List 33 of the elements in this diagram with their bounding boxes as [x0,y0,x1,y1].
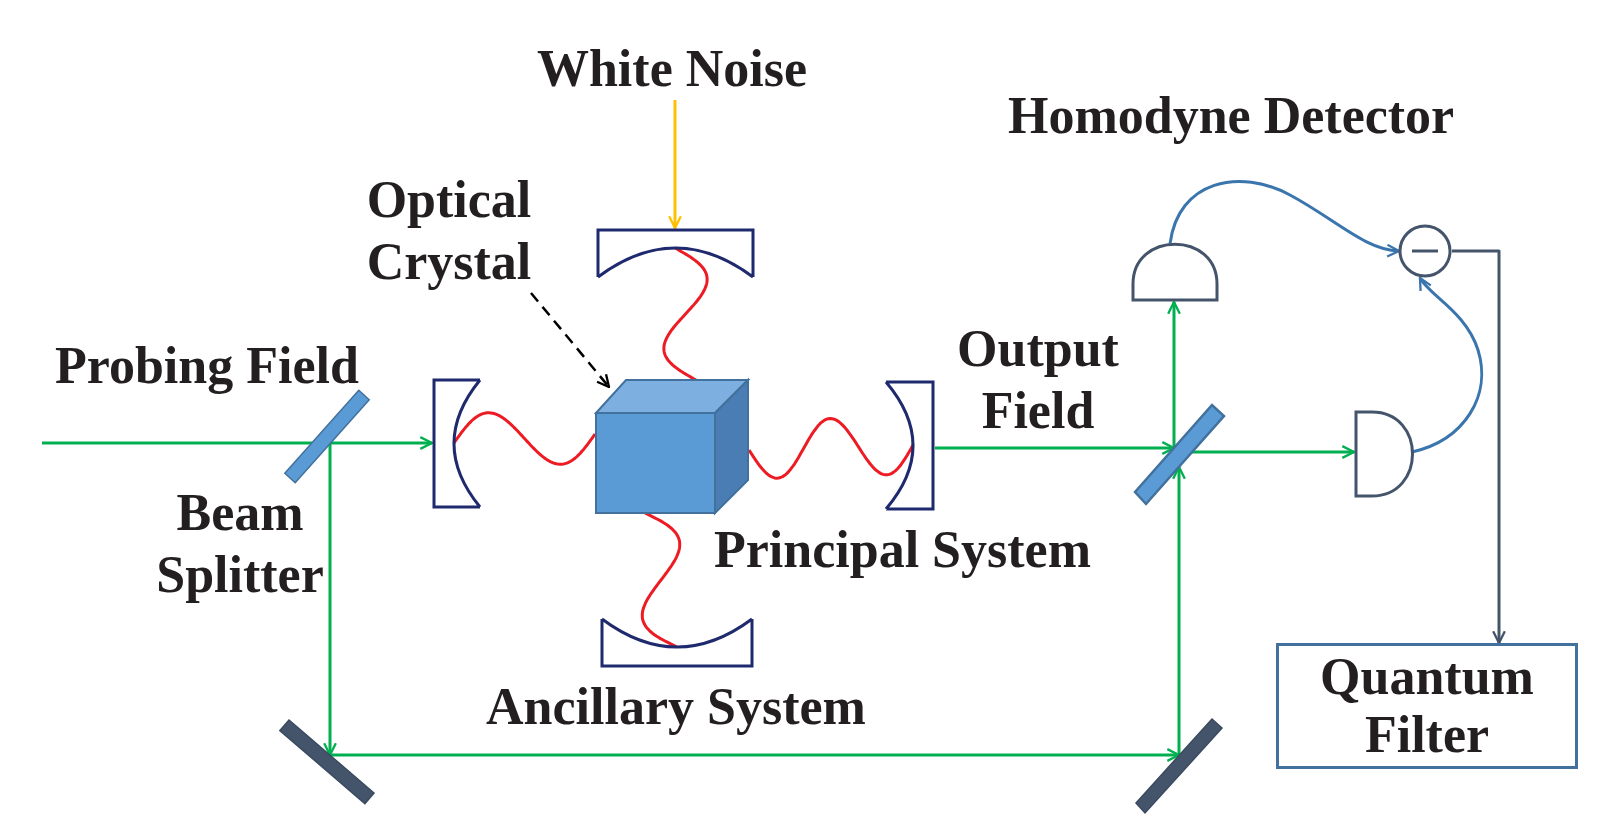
component-label: Beam Splitter [155,483,325,605]
light-beam [42,441,312,445]
system-label: Ancillary System [486,677,866,737]
signal-line [1411,276,1484,454]
callout-label: Optical Crystal [364,169,534,293]
light-beam [1167,300,1181,448]
photodetector [1354,410,1414,498]
photodetector [1131,243,1219,302]
crystal-cube [595,378,750,515]
flat-mirror [1134,717,1224,815]
beam-splitter [1133,403,1226,506]
curved-mirror [596,228,755,279]
filter-box: Quantum Filter [1276,643,1578,769]
curved-mirror [884,380,935,511]
light-beam [323,444,337,757]
light-beam [1192,445,1356,459]
subtractor-symbol [1398,224,1452,278]
arrow [668,100,682,230]
curved-mirror [600,617,754,668]
light-beam [1172,465,1186,755]
system-label: Principal System [714,520,1091,580]
group-label: Homodyne Detector [1008,86,1455,146]
signal-line [1168,180,1401,257]
signal-line [1452,249,1506,645]
source-label: White Noise [522,38,822,100]
leader-line [530,292,611,389]
light-beam [935,441,1176,455]
edge-label: Probing Field [55,336,360,396]
curved-mirror [432,378,482,509]
beam-splitter [283,388,371,485]
light-beam [330,748,1181,762]
flat-mirror [278,718,376,806]
edge-label: Output Field [956,319,1120,441]
